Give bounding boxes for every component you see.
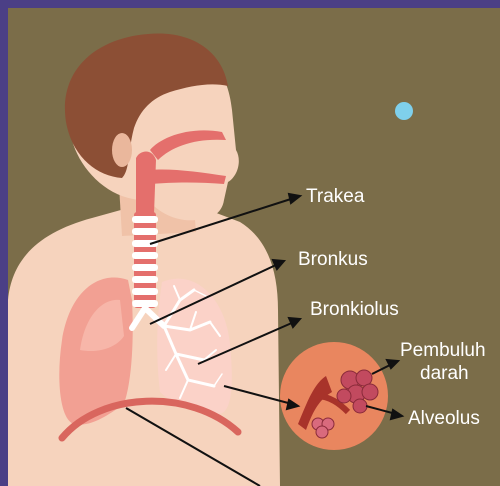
alveolus-zoom — [280, 342, 388, 450]
label-trakea: Trakea — [306, 186, 365, 207]
label-darah: darah — [420, 363, 469, 384]
label-pembuluh: Pembuluh — [400, 340, 486, 361]
label-bronkus: Bronkus — [298, 249, 368, 270]
label-alveolus: Alveolus — [408, 408, 480, 429]
pharynx — [136, 152, 156, 215]
label-bronkiolus: Bronkiolus — [310, 299, 399, 320]
trachea — [132, 212, 158, 308]
ear — [112, 133, 132, 167]
decorative-dot — [395, 102, 413, 120]
